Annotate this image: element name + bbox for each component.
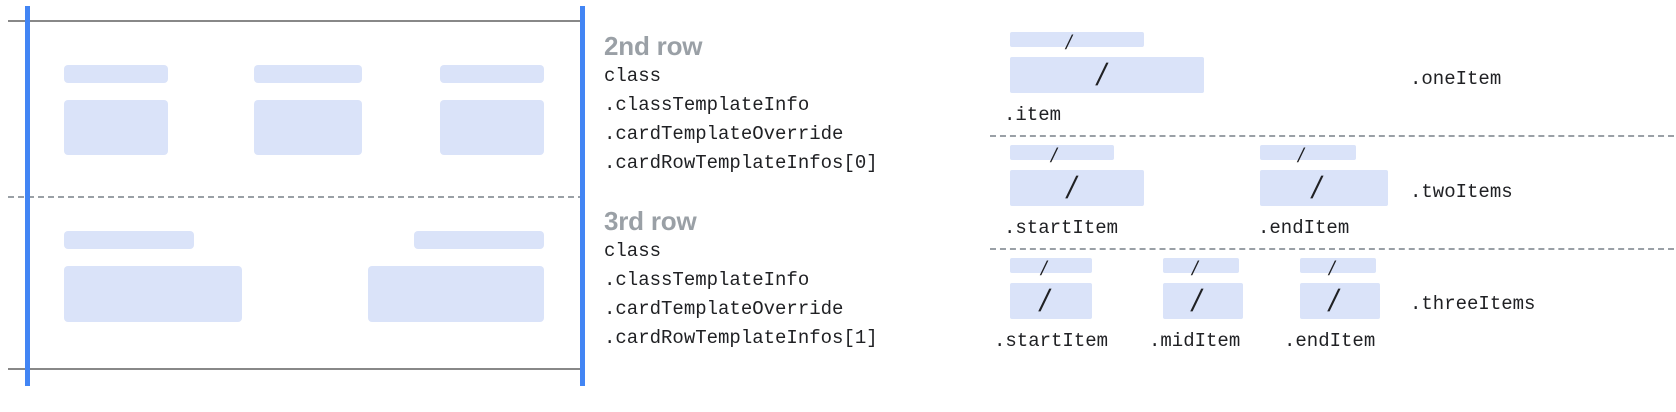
slot-label: .endItem	[1258, 217, 1350, 239]
preview-cell-title-bar	[64, 65, 168, 83]
slot-title-bar	[1163, 258, 1239, 273]
variant-twoitems-slot-start: / / .startItem	[1004, 142, 1210, 245]
row-code-line: .cardRowTemplateInfos[0]	[604, 152, 878, 174]
row-code-line: .cardTemplateOverride	[604, 123, 844, 145]
slot-label: .startItem	[1004, 217, 1119, 239]
row-code-line: .classTemplateInfo	[604, 269, 810, 291]
slot-body-bar	[1010, 57, 1204, 93]
preview-cell-title-bar	[64, 231, 194, 249]
variant-twoitems-slot-end: / / .endItem	[1258, 142, 1460, 245]
slot-body-bar	[1260, 170, 1388, 206]
slot-label: .startItem	[994, 330, 1109, 352]
slot-title-bar	[1010, 32, 1144, 47]
preview-right-guide	[580, 6, 585, 386]
preview-top-rule	[8, 20, 584, 22]
slot-body-bar	[1010, 283, 1092, 319]
variant-divider	[990, 135, 1674, 137]
variant-oneitem-slot-item: / / .item	[1004, 29, 1230, 132]
row-title: 3rd row	[604, 206, 697, 236]
row-block-2nd: 2nd row class .classTemplateInfo .cardTe…	[604, 30, 878, 178]
row-code-line: .classTemplateInfo	[604, 94, 810, 116]
preview-bottom-rule	[8, 368, 584, 370]
preview-cell-title-bar	[254, 65, 362, 83]
variant-label-threeitems: .threeItems	[1410, 293, 1536, 315]
card-row-preview	[0, 0, 590, 412]
variant-label-oneitem: .oneItem	[1410, 68, 1502, 90]
slot-title-bar	[1010, 258, 1092, 273]
slot-body-bar	[1010, 170, 1144, 206]
slot-label: .item	[1004, 104, 1062, 126]
slot-body-bar	[1300, 283, 1380, 319]
variant-label-twoitems: .twoItems	[1410, 181, 1513, 203]
row-code-line: class	[604, 65, 662, 87]
preview-cell-body	[64, 266, 242, 322]
row-block-3rd: 3rd row class .classTemplateInfo .cardTe…	[604, 205, 878, 353]
preview-cell-body	[440, 100, 544, 155]
slot-title-bar	[1010, 145, 1114, 160]
slot-title-bar	[1300, 258, 1376, 273]
preview-row-divider	[8, 196, 584, 198]
variant-threeitems-slot-mid: / / .midItem	[1149, 255, 1333, 358]
preview-cell-body	[254, 100, 362, 155]
slot-label: .midItem	[1149, 330, 1241, 352]
slot-label: .endItem	[1284, 330, 1376, 352]
row-code-line: .cardRowTemplateInfos[1]	[604, 327, 878, 349]
variant-threeitems-slot-start: / / .startItem	[994, 255, 1180, 358]
preview-cell-title-bar	[414, 231, 544, 249]
variant-divider	[990, 248, 1674, 250]
variant-threeitems-slot-end: / / .endItem	[1284, 255, 1470, 358]
item-layout-variants: / / .item .oneItem / / .startItem / / .e…	[980, 0, 1676, 412]
preview-cell-body	[64, 100, 168, 155]
slot-body-bar	[1163, 283, 1243, 319]
preview-cell-title-bar	[440, 65, 544, 83]
row-code-line: class	[604, 240, 662, 262]
row-code-line: .cardTemplateOverride	[604, 298, 844, 320]
preview-cell-body	[368, 266, 544, 322]
preview-left-guide	[25, 6, 30, 386]
slot-title-bar	[1260, 145, 1356, 160]
row-title: 2nd row	[604, 31, 703, 61]
